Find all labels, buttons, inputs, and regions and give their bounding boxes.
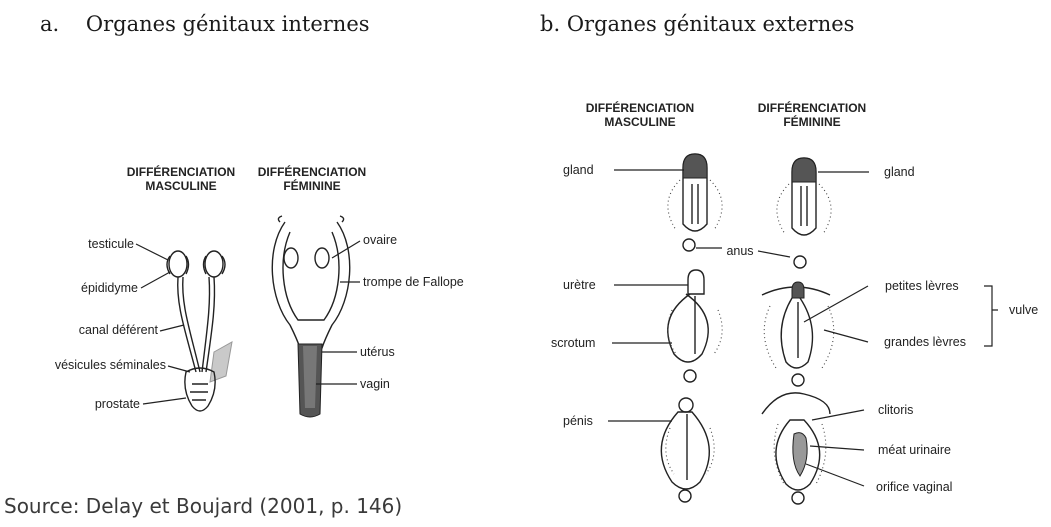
ovary-left bbox=[284, 248, 298, 268]
male-stage3-scrotum bbox=[661, 412, 709, 489]
external-female-header-line1: DIFFÉRENCIATION bbox=[758, 100, 866, 115]
male-stage2-scrotum bbox=[668, 294, 708, 362]
leader-testicule bbox=[136, 244, 168, 260]
label-anus: anus bbox=[726, 244, 753, 258]
female-internal-drawing bbox=[272, 216, 349, 417]
label-female-gland: gland bbox=[884, 165, 915, 179]
female-stage3-mons bbox=[762, 393, 830, 414]
vas-deferens-left bbox=[178, 277, 200, 372]
label-prostate: prostate bbox=[95, 397, 140, 411]
male-external-drawings bbox=[661, 154, 722, 502]
fimbriae bbox=[278, 216, 343, 222]
female-stage2-labia-minora bbox=[781, 298, 812, 368]
internal-male-header-line1: DIFFÉRENCIATION bbox=[127, 164, 235, 179]
female-stage2-labia-majora bbox=[764, 306, 834, 368]
label-vesicules-seminales: vésicules séminales bbox=[55, 358, 166, 372]
male-stage2-anus bbox=[684, 370, 696, 382]
external-female-header-line2: FÉMININE bbox=[783, 114, 840, 129]
leader-canal-deferent bbox=[160, 325, 184, 331]
label-vagin: vagin bbox=[360, 377, 390, 391]
uterus-inner-outline bbox=[283, 232, 339, 320]
internal-female-header-line2: FÉMININE bbox=[283, 178, 340, 193]
vulve-bracket bbox=[984, 286, 998, 346]
leader-clitoris bbox=[812, 410, 864, 420]
label-meat-urinaire: méat urinaire bbox=[878, 443, 951, 457]
label-trompe-de-fallope: trompe de Fallope bbox=[363, 275, 464, 289]
external-male-header-line1: DIFFÉRENCIATION bbox=[586, 100, 694, 115]
source-citation: Source: Delay et Boujard (2001, p. 146) bbox=[4, 494, 402, 518]
leader-grandes-levres bbox=[824, 330, 868, 342]
testicle-left bbox=[169, 251, 187, 277]
female-stage1-anus bbox=[794, 256, 806, 268]
label-grandes-levres: grandes lèvres bbox=[884, 335, 966, 349]
male-stage1-folds bbox=[668, 180, 722, 230]
label-scrotum: scrotum bbox=[551, 336, 595, 350]
male-stage2-glans bbox=[688, 270, 704, 294]
label-clitoris: clitoris bbox=[878, 403, 913, 417]
label-ovaire: ovaire bbox=[363, 233, 397, 247]
female-stage2-anus bbox=[792, 374, 804, 386]
male-stage3-glans bbox=[679, 398, 693, 412]
label-male-gland: gland bbox=[563, 163, 594, 177]
female-stage3-anus bbox=[792, 492, 804, 504]
female-stage3-vestibule bbox=[793, 433, 807, 476]
male-stage3-anus bbox=[679, 490, 691, 502]
male-stage1-glans bbox=[683, 154, 707, 178]
leader-vesicules bbox=[168, 366, 190, 372]
vas-deferens-right bbox=[202, 277, 215, 372]
epididymis-shapes bbox=[167, 256, 225, 274]
internal-female-header-line1: DIFFÉRENCIATION bbox=[258, 164, 366, 179]
male-stage1-anus bbox=[683, 239, 695, 251]
seminal-vesicle-shading bbox=[210, 342, 232, 382]
label-petites-levres: petites lèvres bbox=[885, 279, 959, 293]
testicle-right bbox=[205, 251, 223, 277]
panel-external: DIFFÉRENCIATION MASCULINE DIFFÉRENCIATIO… bbox=[551, 100, 1038, 504]
female-external-drawings bbox=[762, 158, 834, 504]
leader-prostate bbox=[143, 398, 186, 404]
internal-male-header-line2: MASCULINE bbox=[145, 179, 216, 193]
female-stage2-glans bbox=[792, 282, 804, 298]
label-canal-deferent: canal déférent bbox=[79, 323, 159, 337]
label-testicule: testicule bbox=[88, 237, 134, 251]
female-stage1-folds bbox=[777, 184, 831, 234]
label-penis: pénis bbox=[563, 414, 593, 428]
leader-meat-urinaire bbox=[810, 446, 864, 450]
leader-petites-levres bbox=[804, 286, 868, 322]
label-uterus: utérus bbox=[360, 345, 395, 359]
female-stage1-groove bbox=[801, 186, 807, 226]
label-vulve: vulve bbox=[1009, 303, 1038, 317]
female-stage1-glans bbox=[792, 158, 816, 182]
male-internal-drawing bbox=[167, 251, 232, 411]
male-stage1-groove bbox=[692, 184, 698, 224]
external-male-header-line2: MASCULINE bbox=[604, 115, 675, 129]
prostate-ridges bbox=[190, 384, 208, 400]
panel-internal: DIFFÉRENCIATION MASCULINE DIFFÉRENCIATIO… bbox=[55, 164, 464, 417]
label-orifice-vaginal: orifice vaginal bbox=[876, 480, 952, 494]
leader-anus-female bbox=[758, 251, 790, 257]
leader-epididyme bbox=[141, 272, 170, 288]
vagina-inner bbox=[303, 346, 317, 408]
label-epididyme: épididyme bbox=[81, 281, 138, 295]
label-uretre: urètre bbox=[563, 278, 596, 292]
ovary-right bbox=[315, 248, 329, 268]
